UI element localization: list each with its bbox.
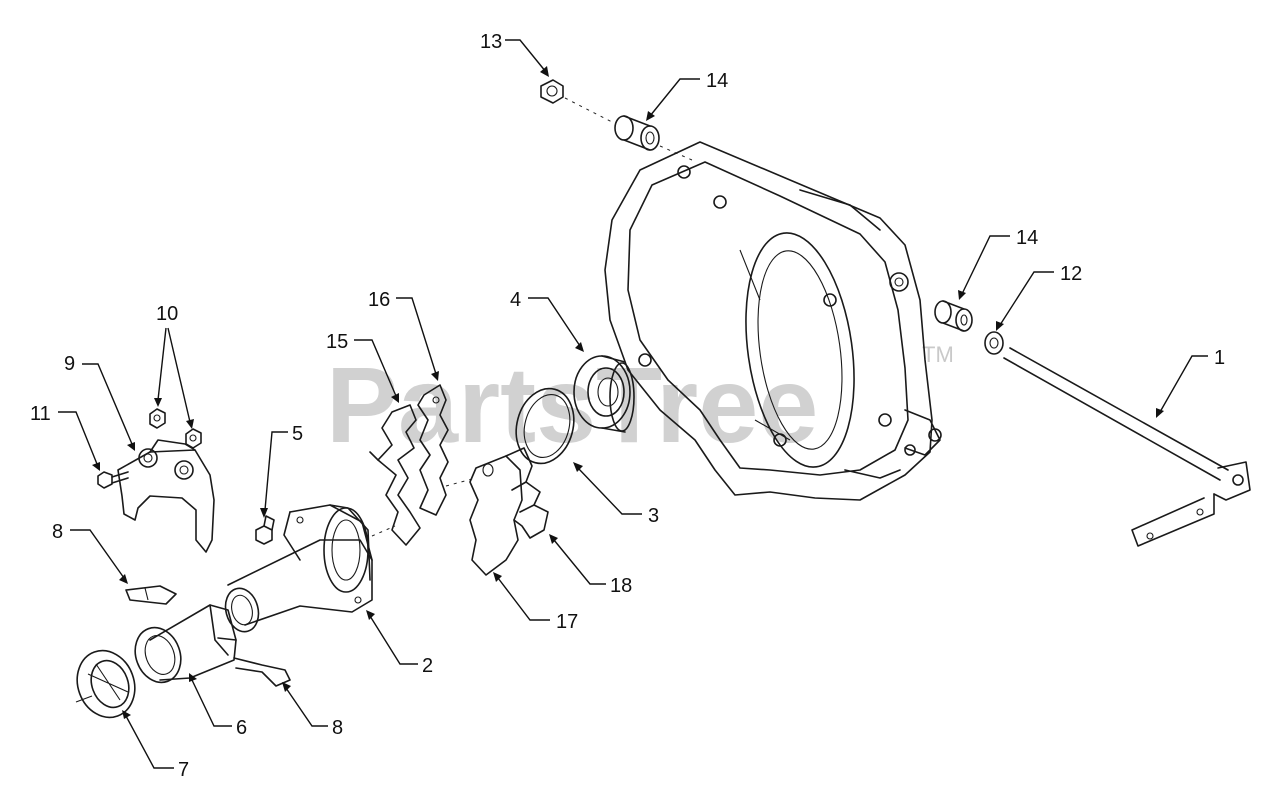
callout-16: 16 — [368, 289, 439, 381]
part-17-shift-plate — [469, 455, 523, 576]
watermark-text: PartsTree — [326, 344, 818, 465]
callout-17-label: 17 — [556, 611, 578, 633]
callout-18-label: 18 — [610, 575, 632, 597]
part-14-bushing-right — [934, 300, 973, 332]
callout-15: 15 — [326, 331, 399, 403]
callout-4: 4 — [510, 289, 584, 352]
axis-line-mid — [445, 477, 477, 487]
callout-2: 2 — [366, 610, 433, 677]
callout-12: 12 — [996, 263, 1082, 331]
part-12-washer — [984, 331, 1004, 355]
callout-13-label: 13 — [480, 31, 502, 53]
callout-10: 10 — [154, 303, 194, 429]
callout-9: 9 — [64, 353, 135, 451]
part-7-seal — [75, 649, 136, 719]
part-8-clip-left — [125, 585, 177, 605]
callout-5-label: 5 — [292, 423, 303, 445]
callout-3-label: 3 — [648, 505, 659, 527]
callout-16-label: 16 — [368, 289, 390, 311]
callout-15-label: 15 — [326, 331, 348, 353]
callout-10-label: 10 — [156, 303, 178, 325]
part-4-bearing — [573, 355, 635, 433]
axis-line-top — [564, 97, 613, 123]
part-8-clip-bottom — [233, 657, 291, 687]
callout-14-top: 14 — [646, 70, 728, 121]
part-16-fork — [417, 384, 449, 516]
callout-1: 1 — [1156, 347, 1225, 418]
callout-9-label: 9 — [64, 353, 75, 375]
callout-3: 3 — [573, 462, 659, 527]
part-15-fork — [369, 404, 421, 546]
part-2-axle-housing — [224, 504, 373, 633]
callout-7: 7 — [122, 710, 189, 781]
part-13-nut — [540, 79, 564, 104]
part-5-fitting — [255, 515, 275, 545]
callout-12-label: 12 — [1060, 263, 1082, 285]
callout-11-label: 11 — [30, 403, 51, 425]
callout-13: 13 — [480, 31, 549, 77]
callout-8-bottom: 8 — [282, 682, 343, 739]
callout-17: 17 — [493, 572, 578, 633]
callout-2-label: 2 — [422, 655, 433, 677]
callout-6-label: 6 — [236, 717, 247, 739]
part-1-shift-rod — [1003, 347, 1251, 547]
part-11-screw — [97, 471, 129, 489]
part-3-seal — [515, 387, 575, 465]
callout-18: 18 — [549, 534, 632, 597]
watermark-trademark: TM — [922, 342, 954, 367]
part-14-bushing-top — [614, 115, 660, 151]
callout-8-bottom-label: 8 — [332, 717, 343, 739]
callout-1-label: 1 — [1214, 347, 1225, 369]
callout-14-right-label: 14 — [1016, 227, 1038, 249]
part-9-bracket — [117, 439, 215, 553]
callout-8-left-label: 8 — [52, 521, 63, 543]
transmission-case — [604, 141, 942, 501]
callout-8-left: 8 — [52, 521, 128, 584]
callout-11: 11 — [30, 403, 100, 471]
callout-6: 6 — [189, 673, 247, 739]
callout-14-right: 14 — [958, 227, 1038, 300]
callout-4-label: 4 — [510, 289, 521, 311]
part-18-shift-plate — [505, 447, 549, 539]
axis-line-left — [371, 525, 396, 537]
callout-7-label: 7 — [178, 759, 189, 781]
callout-14-top-label: 14 — [706, 70, 728, 92]
part-6-housing — [134, 604, 237, 684]
callout-5: 5 — [260, 423, 303, 518]
